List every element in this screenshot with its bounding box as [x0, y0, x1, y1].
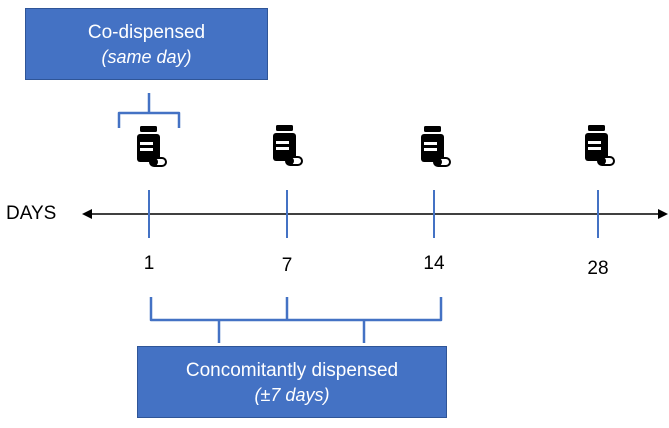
- concomitant-box: Concomitantly dispensed (±7 days): [137, 346, 447, 418]
- axis-arrow-right: [658, 209, 668, 219]
- co-dispensed-subtitle: (same day): [101, 46, 192, 67]
- co-dispensed-box: Co-dispensed (same day): [25, 8, 268, 80]
- pill-bottle-icon: [584, 124, 615, 166]
- concomitant-bracket: [149, 297, 443, 343]
- co-dispensed-bracket: [117, 93, 181, 128]
- tick-label: 28: [587, 258, 609, 279]
- pill-bottle-icon: [420, 125, 451, 167]
- tick-label: 7: [281, 255, 293, 276]
- axis-label: DAYS: [6, 203, 57, 224]
- pill-bottle-icon: [136, 125, 167, 167]
- axis-arrow-left: [82, 209, 92, 219]
- concomitant-title: Concomitantly dispensed: [185, 359, 399, 381]
- co-dispensed-title: Co-dispensed: [87, 21, 206, 43]
- pill-bottle-icon: [272, 124, 303, 166]
- tick-label: 14: [423, 253, 445, 274]
- tick-label: 1: [143, 253, 155, 274]
- concomitant-subtitle: (±7 days): [254, 384, 330, 405]
